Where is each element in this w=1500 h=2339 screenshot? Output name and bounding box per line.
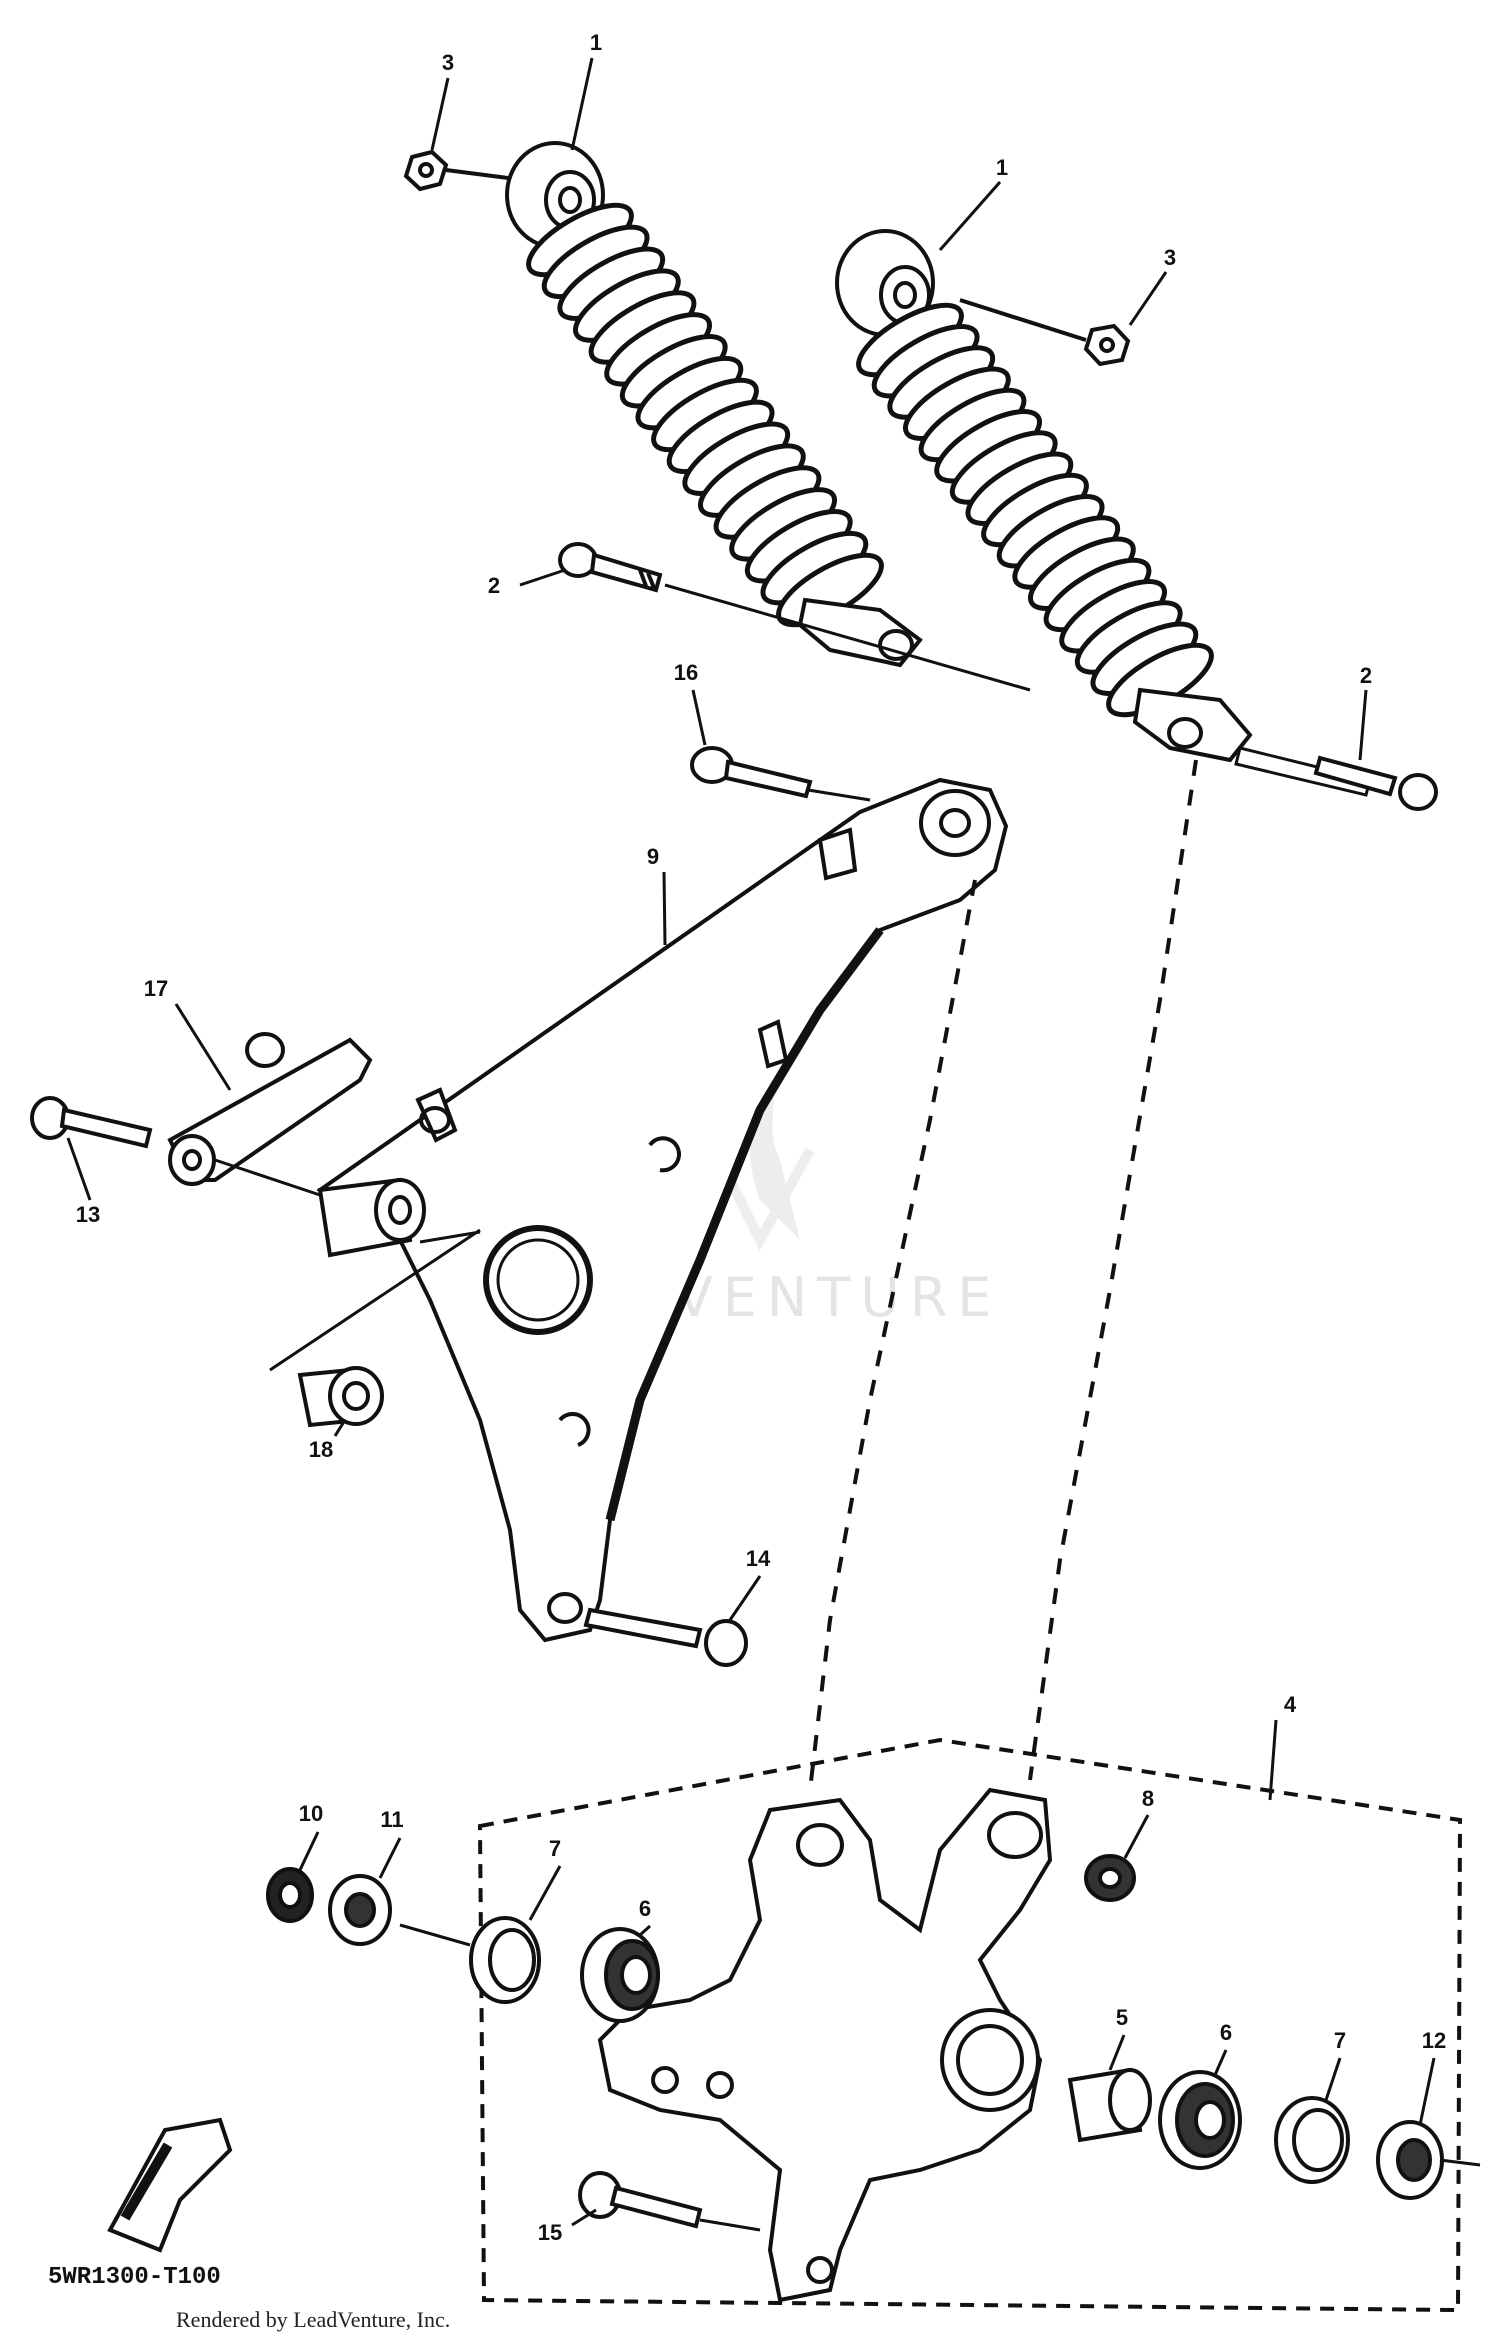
callout-10: 10 (299, 1801, 323, 1826)
callout-3: 3 (1164, 245, 1176, 270)
diagram-code: 5WR1300-T100 (48, 2264, 221, 2291)
callout-13: 13 (76, 1202, 100, 1227)
bolt-14 (583, 1607, 748, 1667)
rear-arm-casting (597, 1787, 1053, 2303)
seal-7-right (1274, 2096, 1350, 2184)
callout-8: 8 (1142, 1786, 1154, 1811)
guide-lines (808, 759, 1198, 1791)
collar-5 (1067, 2067, 1152, 2143)
callout-9: 9 (647, 844, 659, 869)
bolt-2-left (558, 542, 1031, 692)
callout-4: 4 (1284, 1692, 1297, 1717)
bolt-16 (690, 746, 871, 802)
bearing-6-right (1158, 2070, 1242, 2170)
callout-2: 2 (488, 573, 500, 598)
nut-3-top-left (403, 149, 509, 192)
callout-11: 11 (380, 1807, 403, 1832)
seal-7-left (399, 1916, 541, 2004)
shock-absorber-right (835, 229, 1253, 763)
collar-18 (269, 1177, 481, 1428)
callout-17: 17 (144, 976, 168, 1001)
callout-16: 16 (674, 660, 698, 685)
render-credit: Rendered by LeadVenture, Inc. (176, 2307, 450, 2332)
assembly-box-4 (477, 1737, 1463, 2313)
callout-5: 5 (1116, 2005, 1128, 2030)
cap-12 (1376, 2120, 1481, 2200)
callout-15: 15 (538, 2220, 562, 2245)
bolt-15 (578, 2171, 761, 2232)
callout-3: 3 (442, 50, 454, 75)
bracket-17 (167, 1032, 373, 1186)
washer-11 (328, 1874, 392, 1946)
callout-1: 1 (996, 155, 1008, 180)
relay-arm-9 (316, 777, 1009, 1643)
bearing-6-left (580, 1927, 660, 2023)
callout-2: 2 (1360, 663, 1372, 688)
callout-6: 6 (639, 1896, 651, 1921)
callout-6: 6 (1220, 2020, 1232, 2045)
callout-7: 7 (1334, 2028, 1346, 2053)
bolt-13 (30, 1096, 321, 1197)
callout-18: 18 (309, 1437, 333, 1462)
callout-7: 7 (549, 1836, 561, 1861)
bolt-2-right (1234, 746, 1438, 811)
nut-8 (1084, 1854, 1136, 1902)
callout-1: 1 (590, 30, 602, 55)
front-arrow-icon (107, 2117, 233, 2253)
leader-lines (66, 57, 1436, 2227)
nut-3-right (959, 298, 1131, 367)
callout-12: 12 (1422, 2028, 1446, 2053)
shock-absorber-left (505, 141, 923, 668)
callout-14: 14 (746, 1546, 771, 1571)
nut-10 (266, 1867, 314, 1923)
